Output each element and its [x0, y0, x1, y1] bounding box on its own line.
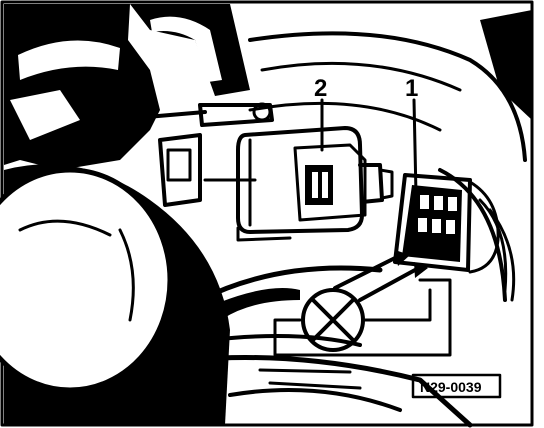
callout-2: 2	[314, 75, 327, 102]
figure-code-box	[411, 373, 502, 399]
mounting-bracket	[104, 95, 274, 207]
callout-1: 1	[405, 75, 418, 102]
leader-line-1	[412, 98, 418, 197]
lower-intake-pipe	[170, 265, 473, 428]
connector-1	[393, 173, 516, 302]
figure-code: N29-0039	[420, 379, 482, 395]
engine-background-mass	[4, 4, 160, 170]
right-housing	[248, 10, 532, 302]
solenoid-valve-2	[236, 126, 394, 242]
test-lamp-icon	[301, 288, 365, 352]
test-lamp-circuit	[273, 278, 452, 357]
test-leads	[333, 250, 428, 302]
intake-housing	[0, 164, 230, 426]
upper-hose	[130, 4, 250, 96]
